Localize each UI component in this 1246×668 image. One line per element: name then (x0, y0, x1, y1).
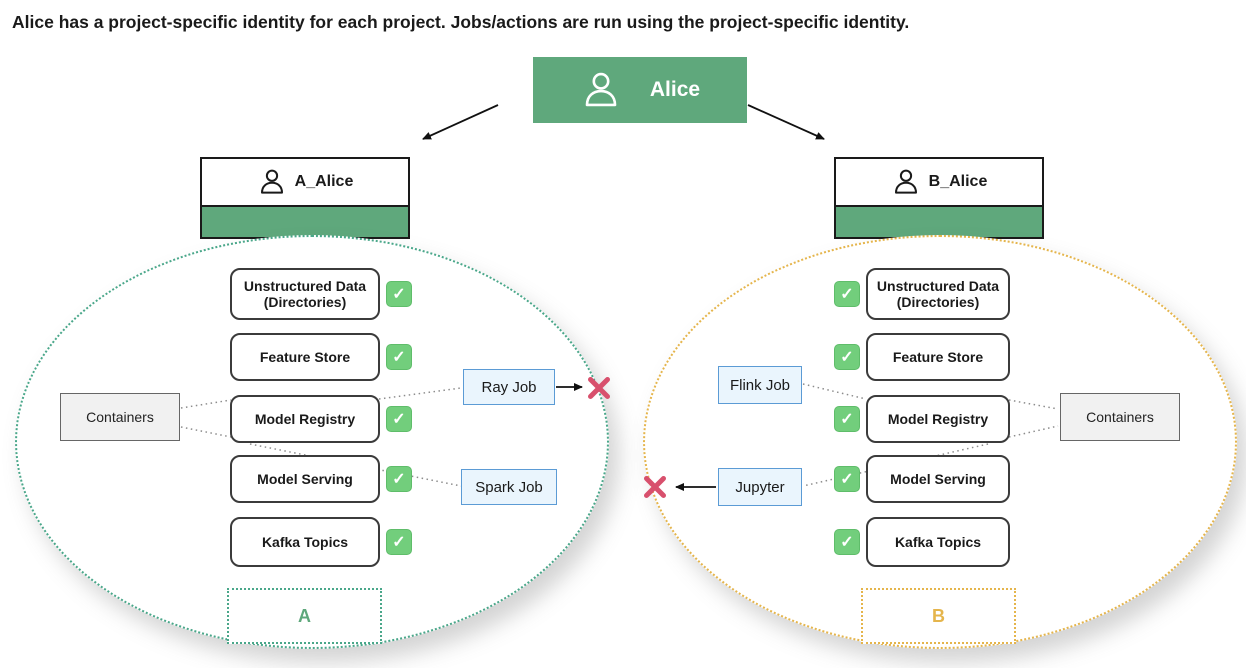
containers-node-b: Containers (1060, 393, 1180, 441)
alice-to-project-b-arrow (747, 104, 825, 140)
resource-model-registry-a: Model Registry (230, 395, 380, 443)
project-a-badge: A (227, 588, 382, 644)
model-registry-b-to-containers-link-1 (1008, 399, 1059, 410)
blocked-x-icon-b (644, 476, 666, 498)
jupyter-node: Jupyter (718, 468, 802, 506)
project-a-identity-header: A_Alice (200, 157, 410, 207)
person-icon (585, 72, 617, 107)
model-registry-b-to-containers-link-2 (1008, 425, 1059, 438)
resource-unstructured-data-a: Unstructured Data (Directories) (230, 268, 380, 320)
project-b-identity-header: B_Alice (834, 157, 1044, 207)
resource-kafka-topics-b: Kafka Topics (866, 517, 1010, 567)
alice-to-project-a-arrow (422, 104, 499, 140)
containers-a-to-model-registry-link-2 (180, 426, 232, 438)
checkmark-icon: ✓ (386, 344, 412, 370)
checkmark-icon: ✓ (834, 281, 860, 307)
resource-model-registry-b: Model Registry (866, 395, 1010, 443)
checkmark-icon: ✓ (386, 529, 412, 555)
checkmark-icon: ✓ (834, 406, 860, 432)
flink-job-to-model-registry-b-link (802, 383, 867, 400)
containers-a-to-model-registry-link-1 (180, 399, 232, 409)
model-registry-a-to-ray-job-link (378, 387, 462, 400)
project-a-identity-label: A_Alice (294, 173, 354, 190)
alice-label: Alice (649, 78, 701, 101)
project-b-badge: B (861, 588, 1016, 644)
resource-feature-store-a: Feature Store (230, 333, 380, 381)
project-b-identity-label: B_Alice (928, 173, 988, 190)
model-registry-a-to-spark-job-link (249, 443, 462, 487)
checkmark-icon: ✓ (386, 281, 412, 307)
containers-node-a: Containers (60, 393, 180, 441)
resource-kafka-topics-a: Kafka Topics (230, 517, 380, 567)
person-icon (894, 169, 917, 194)
checkmark-icon: ✓ (386, 466, 412, 492)
checkmark-icon: ✓ (834, 529, 860, 555)
person-icon (260, 169, 283, 194)
alice-identity-card: Alice (533, 57, 747, 123)
checkmark-icon: ✓ (386, 406, 412, 432)
resource-unstructured-data-b: Unstructured Data (Directories) (866, 268, 1010, 320)
spark-job-node: Spark Job (461, 469, 557, 505)
ray-job-node: Ray Job (463, 369, 555, 405)
resource-feature-store-b: Feature Store (866, 333, 1010, 381)
resource-model-serving-a: Model Serving (230, 455, 380, 503)
checkmark-icon: ✓ (834, 344, 860, 370)
resource-model-serving-b: Model Serving (866, 455, 1010, 503)
diagram-title: Alice has a project-specific identity fo… (12, 12, 910, 32)
blocked-x-icon-a (588, 377, 610, 399)
flink-job-node: Flink Job (718, 366, 802, 404)
checkmark-icon: ✓ (834, 466, 860, 492)
